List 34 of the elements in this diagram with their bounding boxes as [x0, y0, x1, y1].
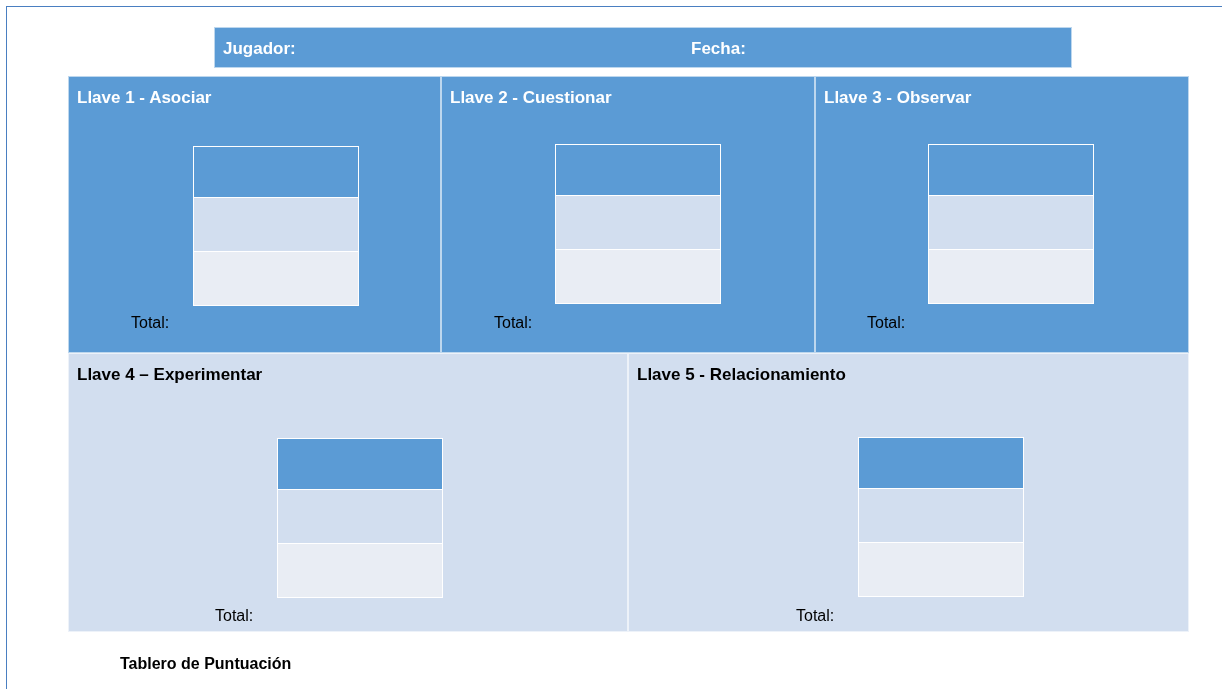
score-panel: [815, 76, 1189, 353]
score-cell: [858, 543, 1024, 597]
score-cell: [193, 198, 359, 252]
score-cell: [193, 146, 359, 198]
panel-title: Llave 2 - Cuestionar: [450, 87, 612, 109]
score-panel: [68, 76, 441, 353]
header-bar: [214, 27, 1072, 68]
score-cell: [555, 250, 721, 304]
score-cell: [858, 437, 1024, 489]
caption: Tablero de Puntuación: [120, 654, 292, 674]
score-panel: [628, 353, 1189, 632]
date-field-label: Fecha:: [691, 38, 746, 60]
score-cell: [555, 144, 721, 196]
panel-title: Llave 5 - Relacionamiento: [637, 364, 846, 386]
panel-title: Llave 4 – Experimentar: [77, 364, 263, 386]
score-cell: [858, 489, 1024, 543]
panel-title: Llave 1 - Asociar: [77, 87, 212, 109]
total-label: Total:: [867, 313, 906, 333]
total-label: Total:: [131, 313, 170, 333]
score-cell: [193, 252, 359, 306]
score-panel: [441, 76, 815, 353]
score-cell: [928, 250, 1094, 304]
score-cell: [928, 144, 1094, 196]
player-field-label: Jugador:: [223, 38, 296, 60]
panel-title: Llave 3 - Observar: [824, 87, 972, 109]
total-label: Total:: [215, 606, 254, 626]
score-cell: [277, 544, 443, 598]
score-cell: [555, 196, 721, 250]
score-cell: [277, 490, 443, 544]
score-cell: [928, 196, 1094, 250]
total-label: Total:: [494, 313, 533, 333]
total-label: Total:: [796, 606, 835, 626]
score-panel: [68, 353, 628, 632]
score-cell: [277, 438, 443, 490]
